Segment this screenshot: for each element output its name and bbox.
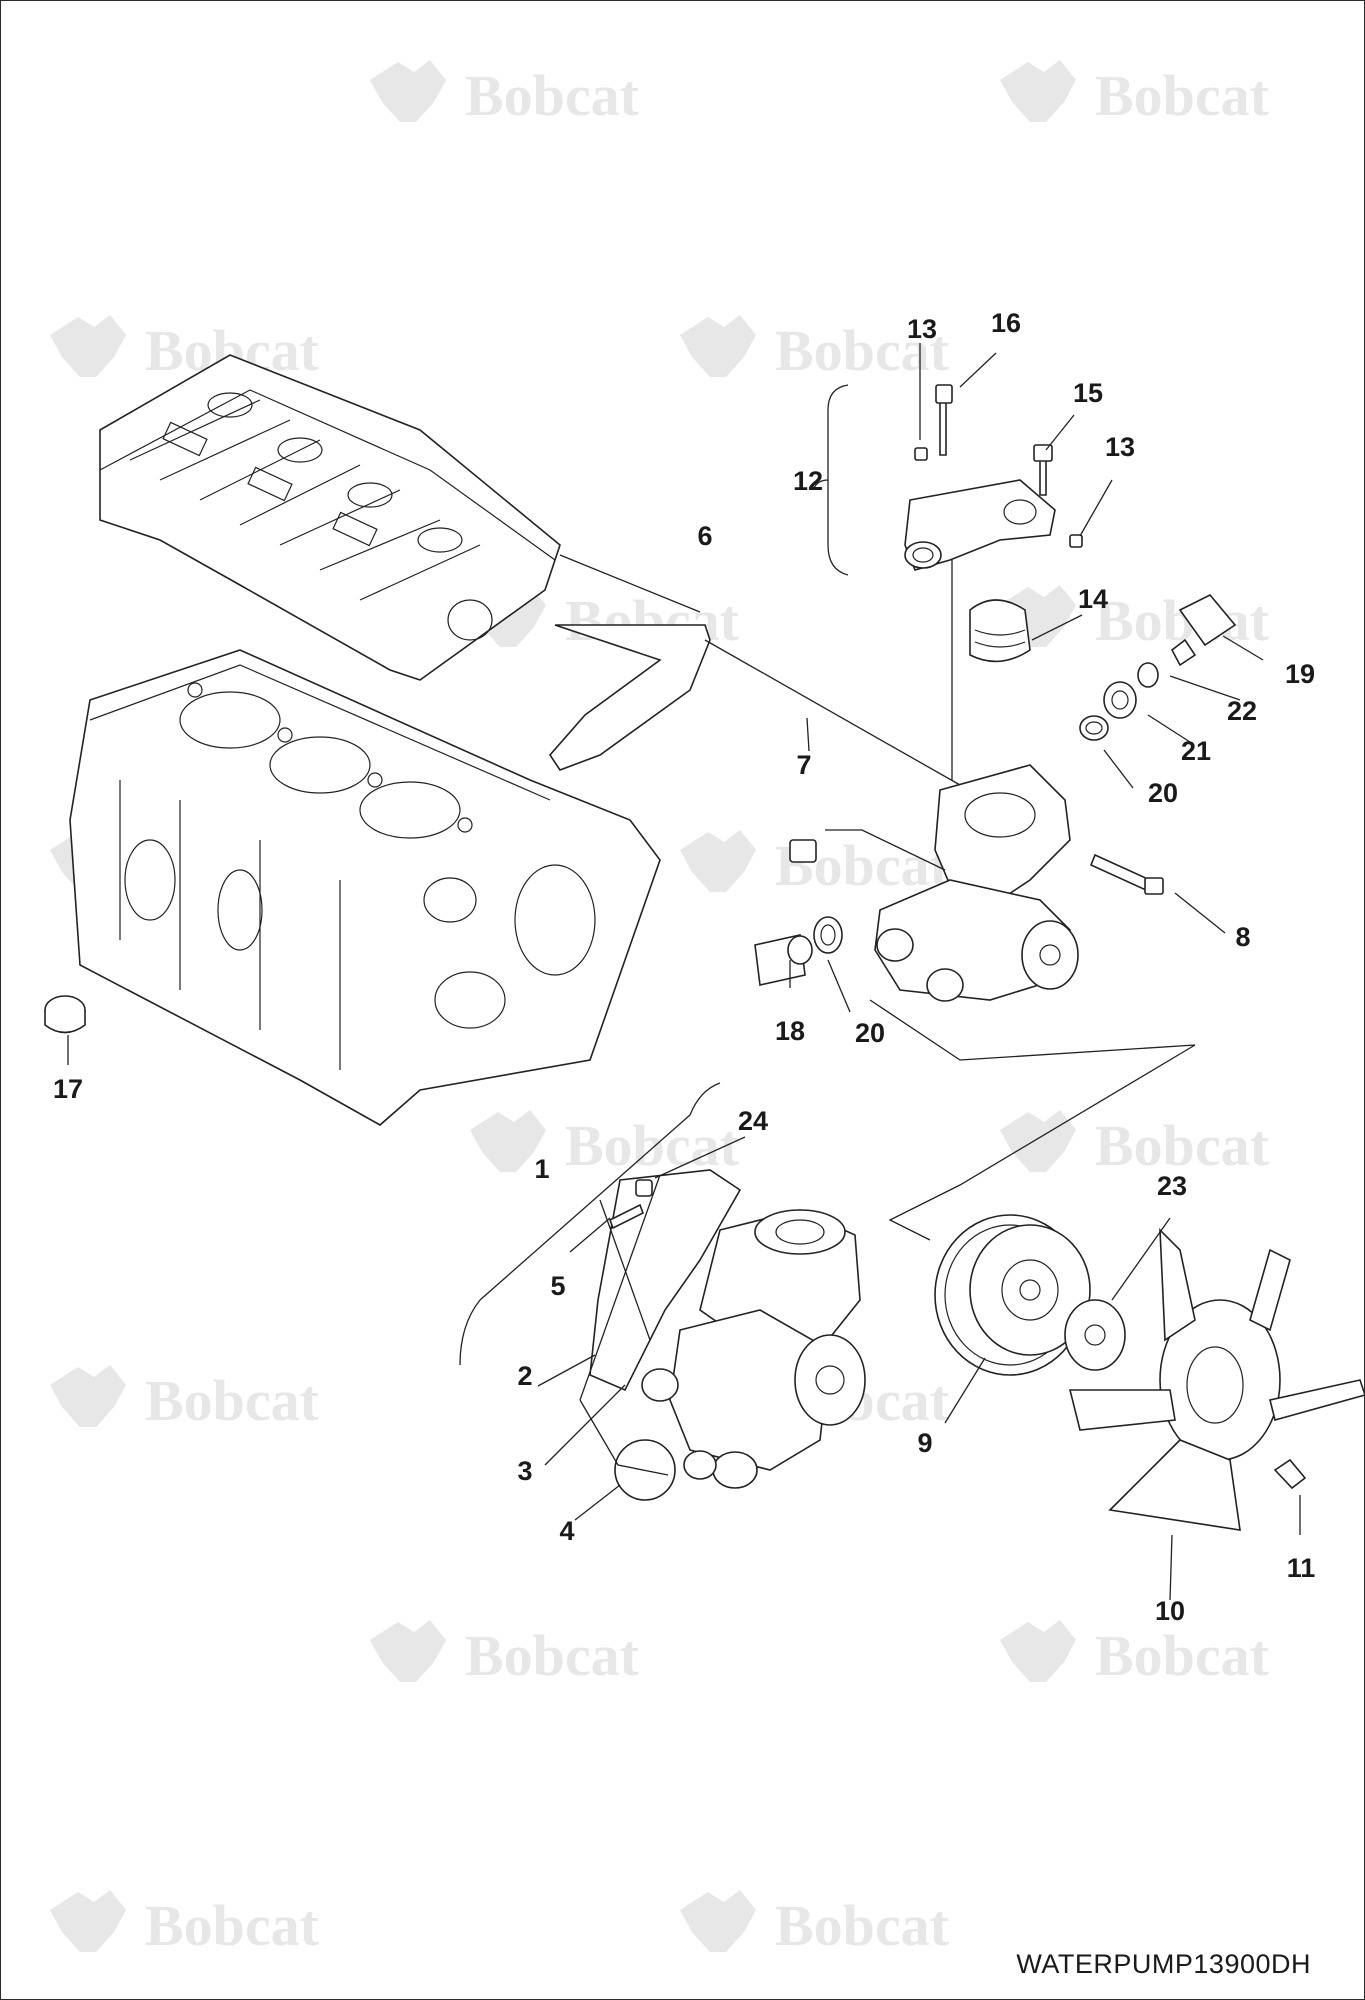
- bobcat-logo-icon: [50, 1365, 126, 1427]
- bobcat-logo-icon: [1000, 60, 1076, 122]
- watermark-text: Bobcat: [145, 1893, 320, 1958]
- fan-drawing: [1068, 1227, 1365, 1531]
- watermark-text: Bobcat: [1095, 63, 1270, 128]
- temperature-sensor-drawing: [1079, 594, 1237, 741]
- callout-15: 15: [1073, 378, 1103, 408]
- watermark: Bobcat: [1000, 1620, 1270, 1688]
- drawing-code: WATERPUMP13900DH: [1016, 1949, 1311, 1979]
- water-pump-assembly-drawing: [589, 1169, 866, 1501]
- watermark: Bobcat: [370, 60, 640, 128]
- cylinder-block-drawing: [69, 649, 661, 1126]
- watermark-text: Bobcat: [145, 1368, 320, 1433]
- callout-6: 6: [697, 521, 712, 551]
- watermark-text: Bobcat: [465, 1623, 640, 1688]
- callout-23: 23: [1157, 1171, 1187, 1201]
- callout-13: 13: [907, 314, 937, 344]
- thermostat-drawing: [969, 599, 1031, 663]
- watermark: Bobcat: [680, 830, 950, 898]
- watermark: Bobcat: [370, 1620, 640, 1688]
- callout-21: 21: [1181, 736, 1211, 766]
- watermark: Bobcat: [1000, 1110, 1270, 1178]
- cylinder-head-drawing: [99, 354, 561, 681]
- watermark: Bobcat: [50, 315, 320, 383]
- bobcat-logo-icon: [470, 1110, 546, 1172]
- drain-plug-drawing: [754, 916, 843, 986]
- watermark-text: Bobcat: [465, 63, 640, 128]
- bobcat-logo-icon: [680, 830, 756, 892]
- watermark: Bobcat: [50, 1365, 320, 1433]
- bobcat-logo-icon: [50, 315, 126, 377]
- bobcat-logo-icon: [50, 1890, 126, 1952]
- callout-5: 5: [550, 1271, 565, 1301]
- callout-17: 17: [53, 1074, 83, 1104]
- callout-3: 3: [517, 1456, 532, 1486]
- callout-9: 9: [917, 1428, 932, 1458]
- watermark-text: Bobcat: [1095, 1623, 1270, 1688]
- callout-labels: 1234567891011121313141516171819202021222…: [53, 308, 1315, 1626]
- plug-17-drawing: [44, 995, 86, 1034]
- callout-8: 8: [1235, 922, 1250, 952]
- watermark: Bobcat: [1000, 60, 1270, 128]
- callout-11: 11: [1287, 1553, 1316, 1583]
- callout-13: 13: [1105, 432, 1135, 462]
- bobcat-logo-icon: [680, 1890, 756, 1952]
- pump-housing-drawing: [789, 764, 1164, 1002]
- callout-2: 2: [517, 1361, 532, 1391]
- bobcat-logo-icon: [370, 60, 446, 122]
- callout-22: 22: [1227, 696, 1257, 726]
- watermark: Bobcat: [680, 1890, 950, 1958]
- callout-4: 4: [559, 1516, 574, 1546]
- callout-19: 19: [1285, 659, 1315, 689]
- thermostat-housing-drawing: [904, 384, 1083, 571]
- callout-1: 1: [534, 1154, 549, 1184]
- gasket-6-drawing: [548, 624, 711, 771]
- callout-24: 24: [738, 1106, 768, 1136]
- bobcat-logo-icon: [680, 315, 756, 377]
- pulley-drawing: [934, 1214, 1091, 1376]
- watermark-text: Bobcat: [565, 1113, 740, 1178]
- watermark-text: Bobcat: [1095, 1113, 1270, 1178]
- callout-7: 7: [796, 750, 811, 780]
- callout-20: 20: [855, 1018, 885, 1048]
- callout-18: 18: [775, 1016, 805, 1046]
- callout-10: 10: [1155, 1596, 1185, 1626]
- watermark-text: Bobcat: [775, 1893, 950, 1958]
- leader-lines: [67, 343, 1301, 1601]
- bobcat-logo-icon: [1000, 1620, 1076, 1682]
- callout-14: 14: [1078, 584, 1108, 614]
- callout-20: 20: [1148, 778, 1178, 808]
- watermark: Bobcat: [470, 1110, 740, 1178]
- bobcat-logo-icon: [1000, 1110, 1076, 1172]
- callout-12: 12: [793, 466, 823, 496]
- spacer-drawing: [1064, 1299, 1126, 1371]
- callout-16: 16: [991, 308, 1021, 338]
- bobcat-logo-icon: [370, 1620, 446, 1682]
- watermark: Bobcat: [50, 1890, 320, 1958]
